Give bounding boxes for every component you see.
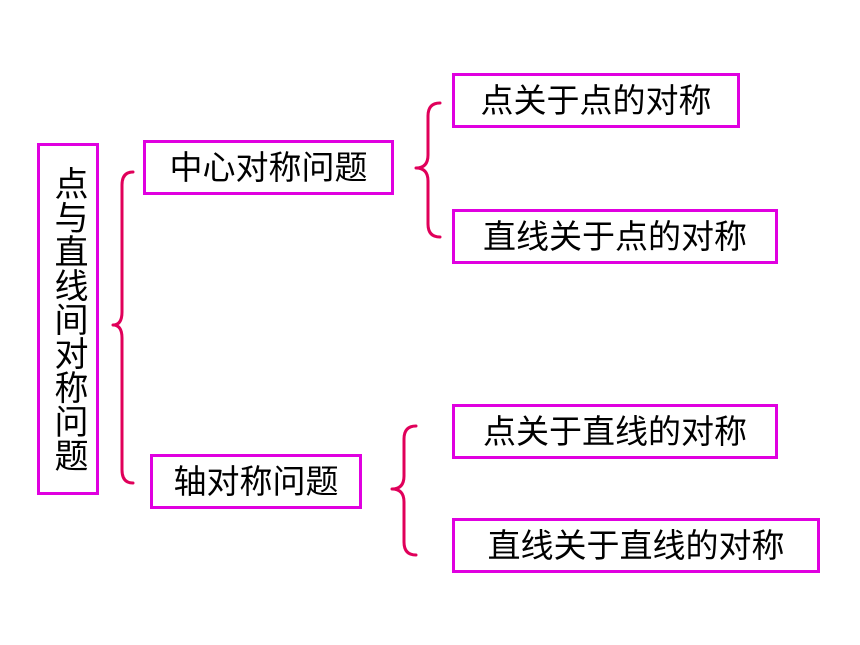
leaf-label: 直线关于直线的对称 (487, 526, 785, 565)
leaf-label: 直线关于点的对称 (483, 217, 747, 256)
leaf-line-about-line: 直线关于直线的对称 (452, 518, 820, 573)
category-central-label: 中心对称问题 (169, 148, 368, 187)
category-axial-label: 轴对称问题 (173, 462, 339, 501)
root-label: 点与直线间对称问题 (48, 166, 88, 472)
central-brace (414, 101, 442, 239)
category-axial-box: 轴对称问题 (150, 454, 362, 509)
root-brace (111, 170, 135, 485)
leaf-point-about-line: 点关于直线的对称 (452, 404, 778, 459)
leaf-label: 点关于直线的对称 (483, 412, 747, 451)
category-central-box: 中心对称问题 (143, 140, 394, 195)
leaf-line-about-point: 直线关于点的对称 (452, 209, 778, 264)
leaf-point-about-point: 点关于点的对称 (452, 73, 740, 128)
leaf-label: 点关于点的对称 (480, 81, 712, 120)
root-box: 点与直线间对称问题 (37, 143, 99, 495)
axial-brace (390, 424, 418, 557)
